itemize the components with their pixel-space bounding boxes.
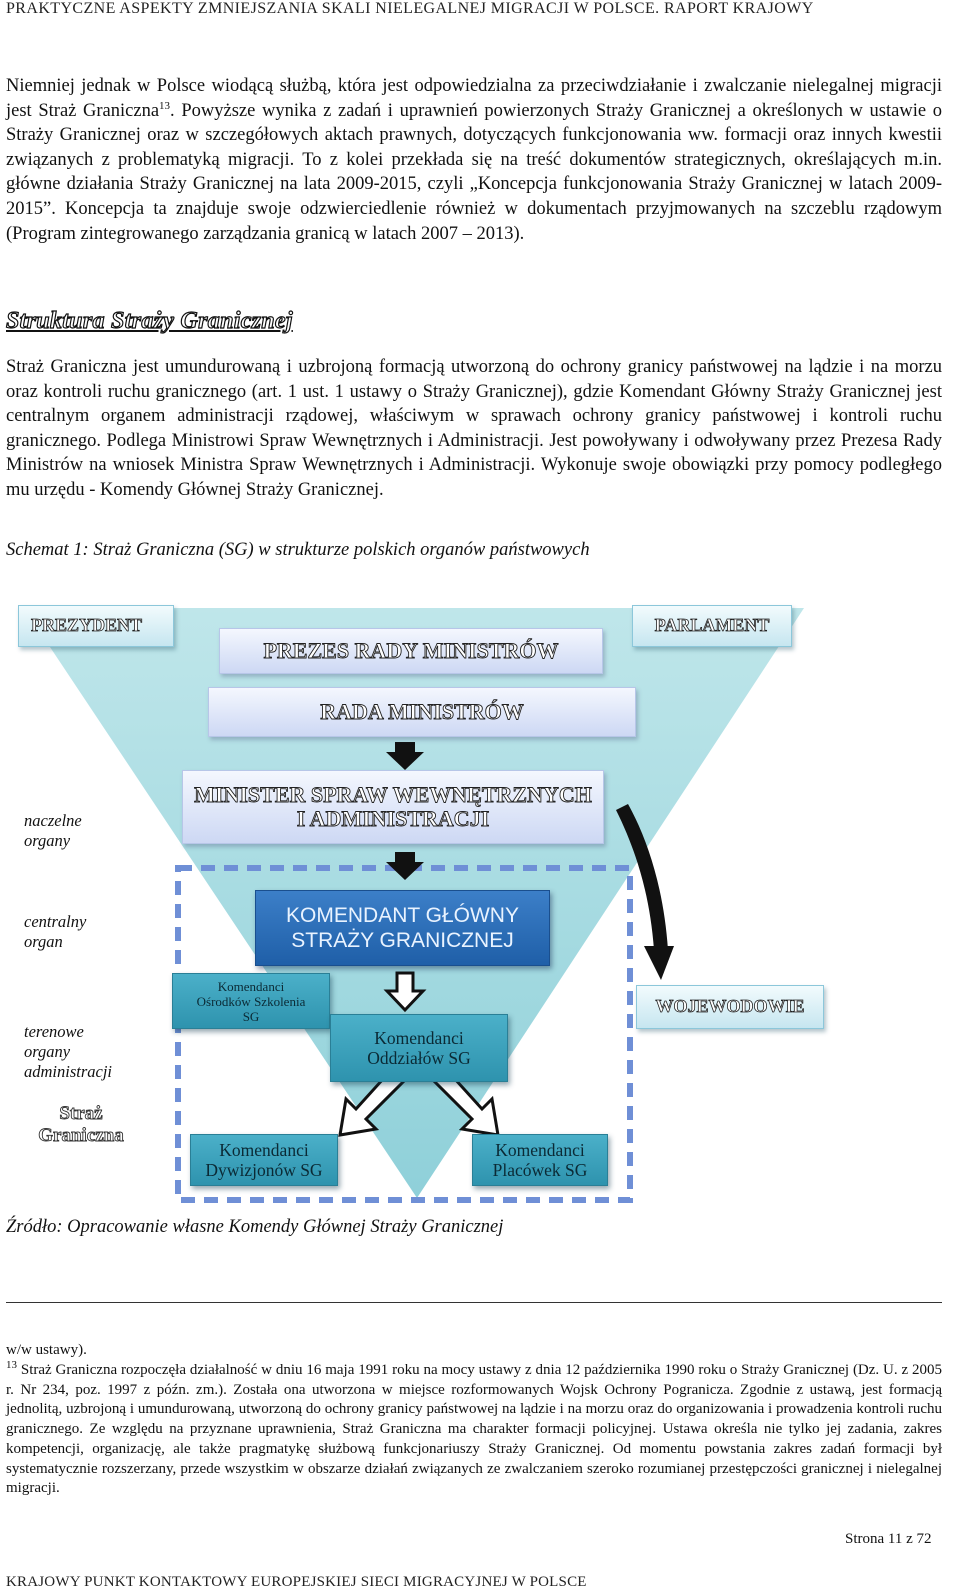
box-minister-line1: MINISTER SPRAW WEWNĘTRZNYCH — [194, 782, 593, 807]
page-number: Strona 11 z 72 — [845, 1531, 932, 1547]
box-osrodki-line3: SG — [242, 1008, 260, 1024]
box-komendant-glowny: KOMENDANT GŁÓWNY STRAŻY GRANICZNEJ — [255, 890, 550, 966]
box-oddzialy-line1: Komendanci — [374, 1028, 464, 1048]
box-komendant-line1: KOMENDANT GŁÓWNY — [286, 904, 519, 927]
label-sg-line1: Straż — [59, 1103, 103, 1125]
box-prezydent: PREZYDENT — [18, 605, 174, 647]
label-straz-graniczna: Straż Graniczna — [28, 1103, 134, 1147]
box-placowki-line1: Komendanci — [495, 1140, 585, 1160]
box-prezes-rady-ministrow: PREZES RADY MINISTRÓW — [219, 628, 603, 674]
label-centralny-organ: centralny organ — [24, 912, 86, 952]
box-wojewodowie: WOJEWODOWIE — [636, 985, 824, 1029]
box-oddzialy-line2: Oddziałów SG — [367, 1048, 471, 1068]
box-komendant-line2: STRAŻY GRANICZNEJ — [291, 929, 514, 952]
box-oddzialy: Komendanci Oddziałów SG — [330, 1014, 508, 1082]
box-minister: MINISTER SPRAW WEWNĘTRZNYCH I ADMINISTRA… — [182, 770, 604, 844]
paragraph-structure: Straż Graniczna jest umundurowaną i uzbr… — [6, 357, 942, 500]
label-centralny-line1: centralny — [24, 912, 87, 931]
label-sg-line2: Graniczna — [38, 1125, 124, 1147]
running-footer: KRAJOWY PUNKT KONTAKTOWY EUROPEJSKIEJ SI… — [6, 1574, 587, 1590]
box-minister-line2: I ADMINISTRACJI — [296, 806, 490, 831]
footnote-13-text: Straż Graniczna rozpoczęła działalność w… — [6, 1362, 942, 1497]
label-naczelne-organy: naczelne organy — [24, 811, 82, 851]
box-dywizjony-line1: Komendanci — [219, 1140, 309, 1160]
footnote-13: 13 Straż Graniczna rozpoczęła działalnoś… — [6, 1359, 942, 1499]
label-naczelne-line2: organy — [24, 831, 71, 850]
section-heading: Struktura Straży Granicznej — [5, 307, 293, 334]
footnote-13-marker: 13 — [6, 1359, 17, 1371]
label-naczelne-line1: naczelne — [24, 811, 82, 830]
arrow-down-icon — [386, 852, 424, 880]
label-centralny-line2: organ — [24, 932, 63, 951]
footnote-divider — [6, 1302, 942, 1303]
box-placowki: Komendanci Placówek SG — [472, 1134, 608, 1186]
box-dywizjony: Komendanci Dywizjonów SG — [190, 1134, 338, 1186]
arrow-down-icon — [386, 742, 424, 770]
box-placowki-line2: Placówek SG — [492, 1160, 588, 1180]
footnote-ref-13[interactable]: 13 — [159, 99, 171, 112]
paragraph-intro-text-a: Niemniej jednak w Polsce wiodącą służbą,… — [6, 76, 942, 121]
running-header: PRAKTYCZNE ASPEKTY ZMNIEJSZANIA SKALI NI… — [6, 0, 814, 17]
box-parlament: PARLAMENT — [632, 605, 792, 647]
label-terenowe-line3: administracji — [24, 1062, 113, 1081]
schema-source: Źródło: Opracowanie własne Komendy Główn… — [6, 1217, 504, 1237]
paragraph-intro: Niemniej jednak w Polsce wiodącą służbą,… — [6, 74, 942, 246]
box-rada-ministrow: RADA MINISTRÓW — [208, 687, 636, 737]
box-osrodki-szkolenia: Komendanci Ośrodków Szkolenia SG — [172, 973, 330, 1029]
schema-caption: Schemat 1: Straż Graniczna (SG) w strukt… — [6, 540, 590, 560]
footnote-continuation: w/w ustawy). — [6, 1342, 87, 1358]
label-terenowe-line1: terenowe — [24, 1022, 84, 1041]
curved-arrow-icon — [616, 804, 674, 980]
label-terenowe-line2: organy — [24, 1042, 71, 1061]
hollow-arrow-diagonal-right-icon — [430, 1065, 500, 1137]
hollow-arrow-diagonal-left-icon — [338, 1065, 408, 1137]
org-diagram: PREZYDENT PARLAMENT PREZES RADY MINISTRÓ… — [0, 590, 960, 1210]
box-osrodki-line1: Komendanci — [217, 978, 285, 994]
label-terenowe-organy: terenowe organy administracji — [24, 1022, 112, 1082]
hollow-arrow-down-icon — [383, 971, 427, 1013]
box-osrodki-line2: Ośrodków Szkolenia — [196, 993, 306, 1009]
paragraph-intro-text-b: . Powyższe wynika z zadań i uprawnień po… — [6, 100, 942, 244]
box-dywizjony-line2: Dywizjonów SG — [205, 1160, 323, 1180]
